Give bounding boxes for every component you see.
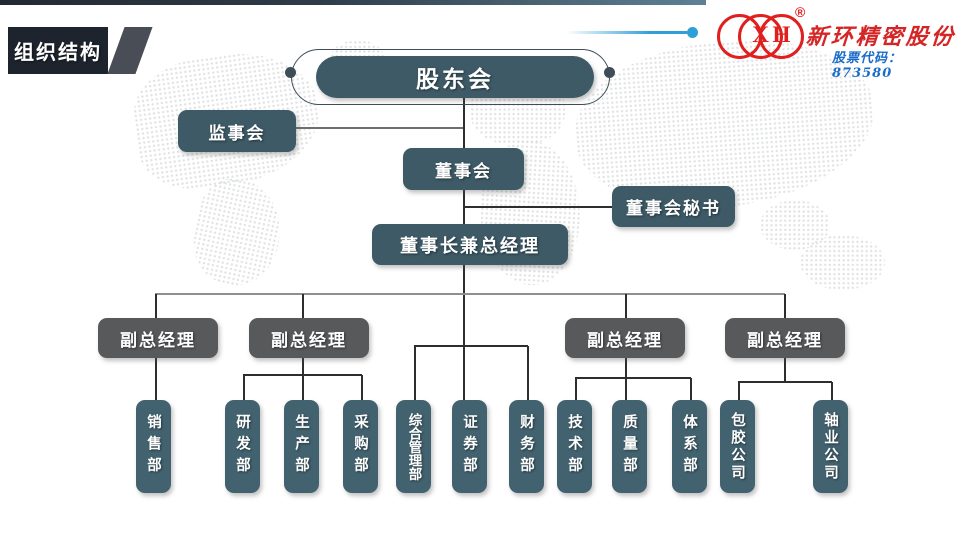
connector-drop-deputy2 xyxy=(302,294,304,318)
node-supervisory-board: 监事会 xyxy=(178,110,296,152)
connector-deputy1-to-sales xyxy=(155,357,157,400)
drop-rubber-company xyxy=(738,382,740,401)
drop-finance xyxy=(527,346,529,401)
connector-drop-deputy1 xyxy=(155,294,157,318)
bracket-deputy4 xyxy=(738,381,832,383)
connector-main-horizontal xyxy=(155,293,785,295)
node-shareholders-meeting: 股东会 xyxy=(316,56,594,98)
dept-shaft-industry-company: 轴业公司 xyxy=(813,400,848,493)
drop-quality xyxy=(625,378,627,401)
worldmap-blob-australia xyxy=(800,235,885,290)
dept-system: 体系部 xyxy=(672,400,707,493)
node-deputy-gm-4: 副总经理 xyxy=(725,318,845,358)
dept-procurement: 采购部 xyxy=(343,400,378,493)
connector-secretary xyxy=(463,206,612,208)
drop-general-admin xyxy=(414,346,416,401)
bracket-deputy3 xyxy=(575,377,691,379)
node-deputy-gm-3: 副总经理 xyxy=(565,318,685,358)
drop-technology xyxy=(575,378,577,401)
connector-deputy3-down xyxy=(625,357,627,378)
drop-system xyxy=(690,378,692,401)
dept-quality: 质量部 xyxy=(612,400,647,493)
bracket-deputy2 xyxy=(243,374,362,376)
drop-production xyxy=(302,375,304,401)
connector-drop-deputy4 xyxy=(784,294,786,318)
ring-dot-left xyxy=(285,67,296,78)
blue-accent-dot xyxy=(687,27,698,38)
connector-root-to-board xyxy=(463,97,465,148)
node-board-secretary: 董事会秘书 xyxy=(612,186,735,227)
drop-procurement xyxy=(361,375,363,401)
dept-rnd: 研发部 xyxy=(225,400,260,493)
dept-technology: 技术部 xyxy=(557,400,592,493)
top-accent-band xyxy=(0,0,706,5)
node-deputy-gm-2: 副总经理 xyxy=(249,318,369,358)
connector-supervisory xyxy=(296,127,463,129)
dept-finance: 财务部 xyxy=(509,400,544,493)
drop-rnd xyxy=(243,375,245,401)
dept-production: 生产部 xyxy=(284,400,319,493)
bracket-chairman-group xyxy=(414,345,528,347)
connector-deputy2-down xyxy=(302,357,304,375)
stock-code-label: 股票代码：873580 xyxy=(832,51,903,81)
worldmap-blob-south-america xyxy=(185,172,290,293)
dept-securities: 证券部 xyxy=(452,400,487,493)
page-title: 组织结构 xyxy=(8,27,108,74)
logo-circle-right-icon xyxy=(759,14,804,59)
dept-rubber-coating-company: 包胶公司 xyxy=(720,400,755,493)
dept-sales: 销售部 xyxy=(136,400,171,493)
drop-shaft-company xyxy=(831,382,833,401)
dept-general-admin: 综合管理部 xyxy=(396,400,431,493)
connector-chairman-down xyxy=(463,264,465,403)
node-chairman-general-manager: 董事长兼总经理 xyxy=(372,224,568,265)
blue-accent-line xyxy=(566,31,687,34)
node-board-of-directors: 董事会 xyxy=(403,148,524,190)
logo-letter-x: X xyxy=(752,22,769,47)
title-slash-decoration xyxy=(107,27,153,74)
node-deputy-gm-1: 副总经理 xyxy=(98,318,218,358)
registered-trademark-icon: ® xyxy=(795,4,806,20)
ring-dot-right xyxy=(604,67,615,78)
connector-drop-deputy3 xyxy=(625,294,627,318)
connector-deputy4-down xyxy=(784,357,786,382)
logo-letter-h: H xyxy=(772,22,791,47)
